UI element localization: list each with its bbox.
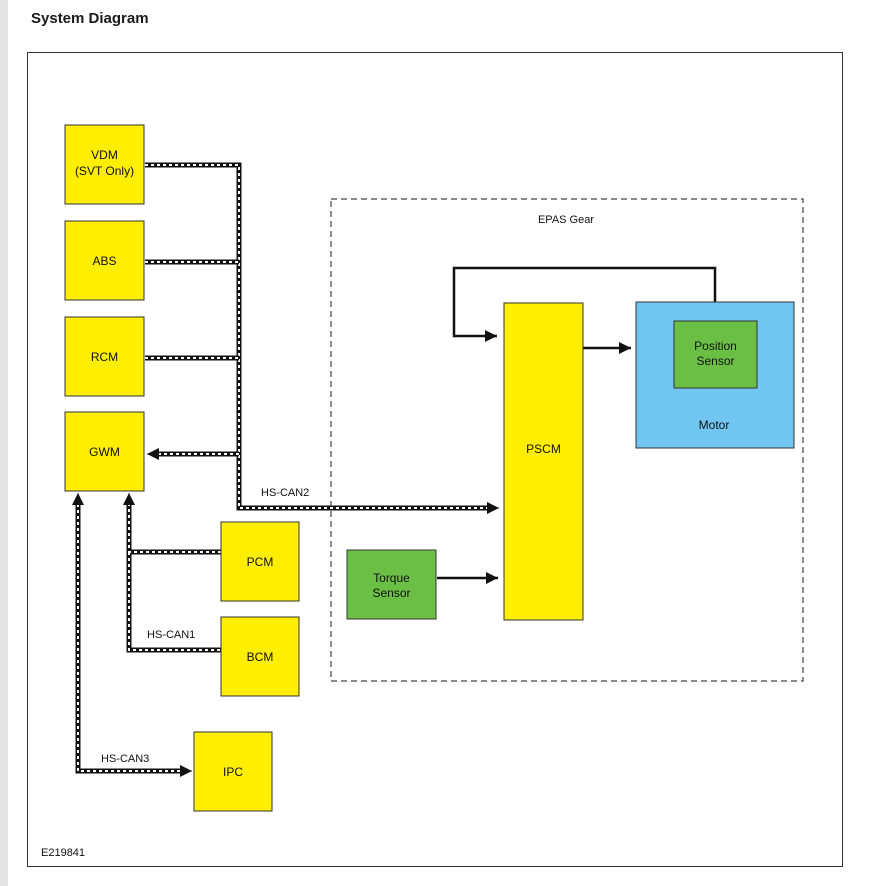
vdm-svt-label: (SVT Only) [75, 164, 134, 178]
ipc-label: IPC [223, 765, 243, 779]
motor-label: Motor [699, 418, 730, 432]
torque-sensor-label-2: Sensor [372, 586, 410, 600]
diagram-frame: EPAS Gear HS-CAN2 HS-CAN1 HS-CAN3 [27, 52, 843, 867]
hs-can3-label: HS-CAN3 [101, 753, 149, 765]
epas-gear-label: EPAS Gear [538, 214, 594, 226]
pscm-label: PSCM [526, 442, 561, 456]
hs-can1-label: HS-CAN1 [147, 629, 195, 641]
hs-can2-bus [145, 162, 499, 514]
signal-wires [437, 266, 717, 584]
abs-module: ABS [64, 220, 145, 301]
torque-sensor-label-1: Torque [373, 571, 410, 585]
vdm-module: VDM (SVT Only) [64, 124, 145, 205]
position-sensor-label-2: Sensor [696, 354, 734, 368]
position-sensor-label-1: Position [694, 339, 737, 353]
bcm-module: BCM [220, 616, 300, 697]
gwm-module: GWM [64, 411, 145, 492]
figure-id: E219841 [41, 847, 85, 859]
epas-gear-boundary [330, 198, 804, 682]
bcm-label: BCM [247, 650, 274, 664]
torque-sensor: Torque Sensor [346, 549, 437, 620]
page-title: System Diagram [31, 10, 149, 27]
hs-can2-label: HS-CAN2 [261, 487, 309, 499]
pcm-label: PCM [247, 555, 274, 569]
ipc-module: IPC [193, 731, 273, 812]
system-diagram: EPAS Gear HS-CAN2 HS-CAN1 HS-CAN3 [41, 124, 804, 859]
pscm-module: PSCM [503, 302, 584, 621]
abs-label: ABS [92, 254, 116, 268]
gwm-label: GWM [89, 445, 120, 459]
hs-can3-bus [72, 493, 192, 777]
pcm-module: PCM [220, 521, 300, 602]
vdm-label: VDM [91, 148, 118, 162]
position-sensor: Position Sensor [673, 320, 758, 389]
left-scroll-rail [0, 0, 8, 886]
rcm-label: RCM [91, 350, 118, 364]
hs-can1-bus [123, 493, 221, 653]
rcm-module: RCM [64, 316, 145, 397]
